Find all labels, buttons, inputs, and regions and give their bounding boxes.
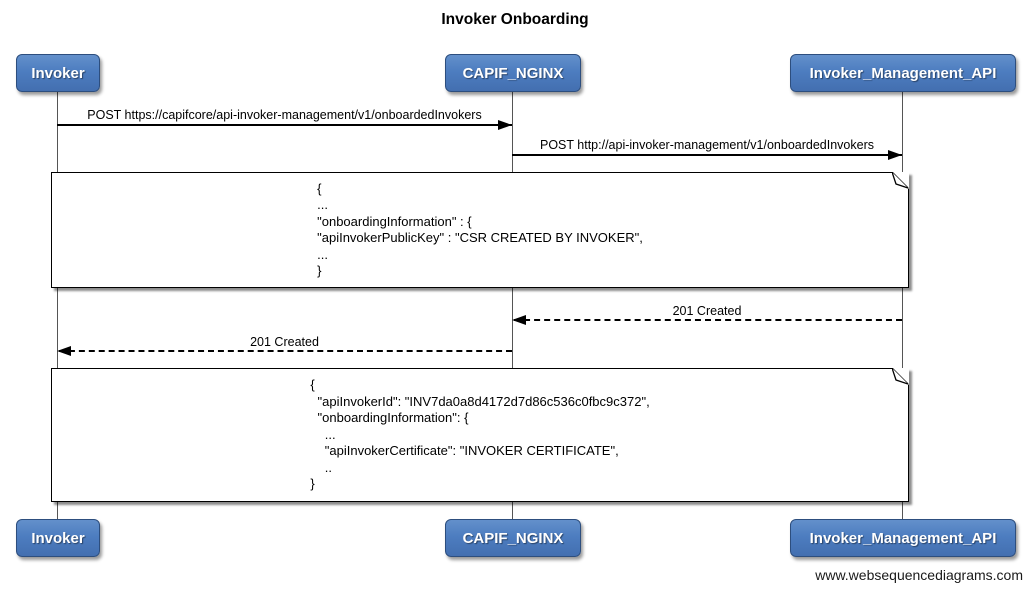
actor-label: CAPIF_NGINX — [462, 529, 564, 547]
actor-bottom-invoker-management-api: Invoker_Management_API — [790, 519, 1016, 557]
arrowhead-left-icon — [57, 346, 71, 356]
message-label-post-onboarded-invokers-capifcore: POST https://capifcore/api-invoker-manag… — [87, 108, 482, 122]
lifeline-invoker — [57, 92, 58, 520]
actor-top-invoker: Invoker — [16, 54, 100, 92]
diagram-title: Invoker Onboarding — [441, 11, 589, 28]
actor-bottom-invoker: Invoker — [16, 519, 100, 557]
arrowhead-left-icon — [512, 315, 526, 325]
note-text: { "apiInvokerId": "INV7da0a8d4172d7d86c5… — [310, 377, 650, 492]
note-onboarding-request-body: { ... "onboardingInformation" : { "apiIn… — [51, 172, 909, 288]
message-label-201-created-1: 201 Created — [672, 304, 742, 318]
actor-label: Invoker_Management_API — [809, 529, 997, 547]
message-label-post-onboarded-invokers-internal: POST http://api-invoker-management/v1/on… — [540, 138, 874, 152]
actor-label: Invoker — [31, 529, 85, 547]
websequencediagrams-watermark: www.websequencediagrams.com — [815, 567, 1023, 583]
note-fold-corner-icon — [892, 172, 909, 189]
message-line — [514, 319, 902, 321]
message-line — [512, 154, 902, 156]
note-onboarding-response-body: { "apiInvokerId": "INV7da0a8d4172d7d86c5… — [51, 368, 909, 502]
actor-top-invoker-management-api: Invoker_Management_API — [790, 54, 1016, 92]
arrowhead-right-icon — [888, 150, 902, 160]
arrowhead-right-icon — [498, 120, 512, 130]
message-line — [59, 350, 512, 352]
actor-label: Invoker — [31, 64, 85, 82]
actor-label: Invoker_Management_API — [809, 64, 997, 82]
note-fold-corner-icon — [892, 368, 909, 385]
actor-top-capif-nginx: CAPIF_NGINX — [445, 54, 581, 92]
message-label-201-created-2: 201 Created — [250, 335, 319, 349]
lifeline-invoker-management-api — [902, 92, 903, 520]
message-line — [57, 124, 512, 126]
actor-label: CAPIF_NGINX — [462, 64, 564, 82]
note-text: { ... "onboardingInformation" : { "apiIn… — [317, 180, 643, 279]
actor-bottom-capif-nginx: CAPIF_NGINX — [445, 519, 581, 557]
lifeline-capif-nginx — [512, 92, 513, 520]
